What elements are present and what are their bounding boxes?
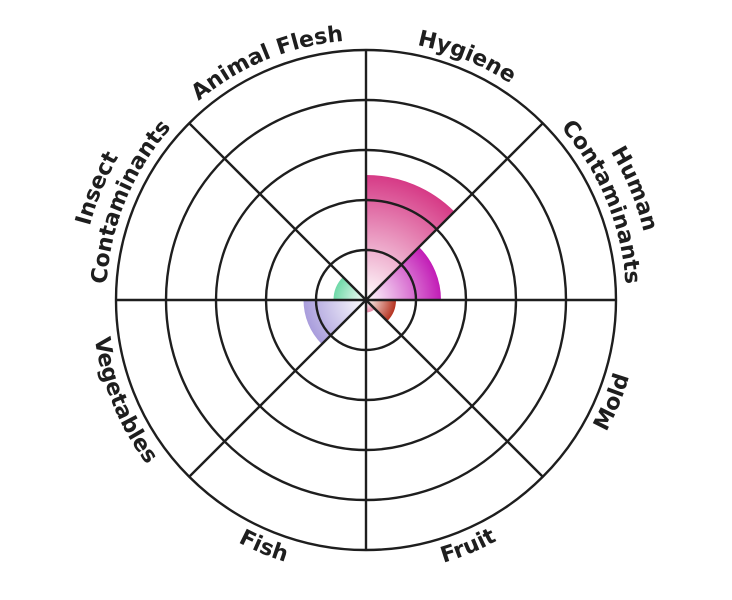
grid-spoke bbox=[188, 122, 367, 301]
axis-label-animal-flesh: Animal Flesh bbox=[187, 22, 345, 106]
wedge-vegetables bbox=[303, 300, 366, 345]
grid-spoke bbox=[188, 299, 367, 478]
wedges-layer bbox=[303, 175, 455, 345]
grid-spoke bbox=[365, 299, 544, 478]
grid-spoke bbox=[365, 122, 544, 301]
wedge-mold bbox=[366, 300, 396, 322]
axis-label-fish: Fish bbox=[235, 525, 291, 567]
wedge-insect-contaminants bbox=[333, 277, 366, 300]
axis-label-mold: Mold bbox=[589, 371, 635, 435]
grid-layer bbox=[114, 48, 618, 552]
wedge-human-contaminants bbox=[366, 246, 441, 300]
axis-label-vegetables: Vegetables bbox=[89, 335, 163, 468]
wedge-hygiene bbox=[366, 175, 455, 300]
axis-label-fruit: Fruit bbox=[438, 524, 501, 569]
